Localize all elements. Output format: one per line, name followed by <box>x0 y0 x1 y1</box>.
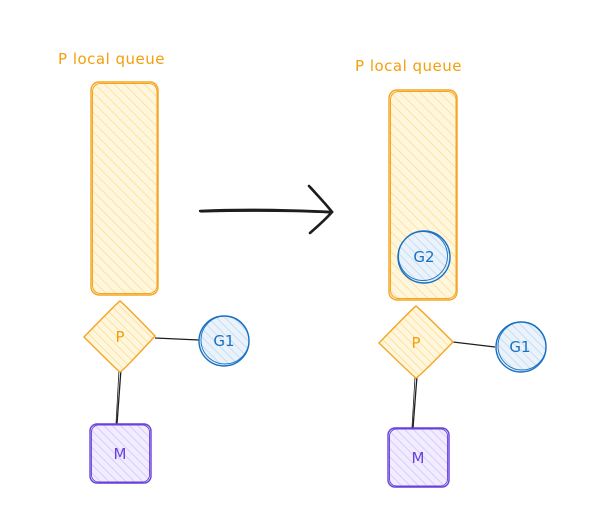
left-queue-label: P local queue <box>58 50 165 68</box>
left-p-to-m-connector <box>116 368 122 425</box>
left-local-queue <box>90 81 159 296</box>
left-processor-node: P <box>83 300 156 373</box>
left-processor-label: P <box>115 328 124 346</box>
left-machine-label: M <box>114 445 127 463</box>
left-goroutine-node: G1 <box>198 315 250 367</box>
right-machine-label: M <box>412 449 425 467</box>
right-goroutine-label: G1 <box>509 338 530 356</box>
left-state: P local queue P G1 M <box>58 50 250 484</box>
right-machine-node: M <box>387 427 450 488</box>
right-queued-goroutine-label: G2 <box>413 248 434 266</box>
right-processor-label: P <box>411 334 420 352</box>
right-p-to-g1-connector <box>452 341 496 348</box>
right-p-to-m-connector <box>412 375 418 429</box>
right-goroutine-node: G1 <box>495 321 547 373</box>
left-p-to-g1-connector <box>154 337 200 341</box>
left-machine-node: M <box>89 423 152 484</box>
arrow-right-icon <box>198 184 334 235</box>
right-queue-label: P local queue <box>355 57 462 75</box>
right-processor-node: P <box>378 305 454 379</box>
left-goroutine-label: G1 <box>213 332 234 350</box>
right-state: P local queue G2 P G1 <box>355 57 547 488</box>
right-queued-goroutine-node: G2 <box>397 230 451 284</box>
